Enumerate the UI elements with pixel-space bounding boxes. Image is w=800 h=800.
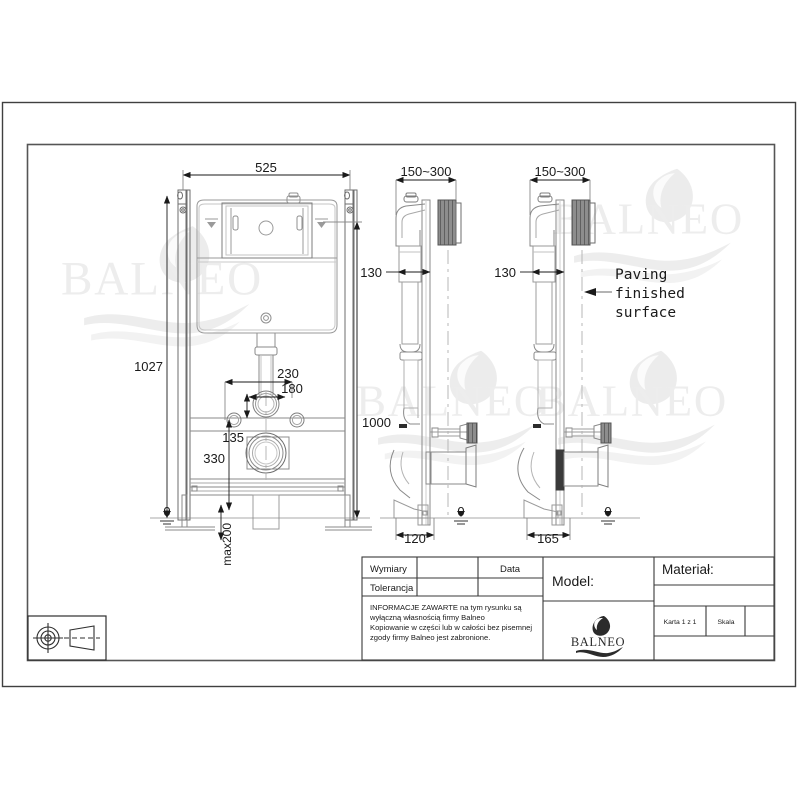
dim-right-base: 165 bbox=[537, 531, 559, 546]
title-notice-line-4: zgody firmy Balneo jest zabronione. bbox=[370, 633, 490, 642]
title-karta-label: Karta 1 z 1 bbox=[664, 619, 697, 626]
title-tolerancja-label: Tolerancja bbox=[370, 583, 414, 594]
first-angle-projection-symbol bbox=[33, 623, 63, 653]
title-block bbox=[361, 556, 775, 661]
watermark-right-lower: BALNEO bbox=[536, 350, 728, 466]
dim-right-depth: 130 bbox=[494, 265, 516, 280]
title-block-logo: BALNEO bbox=[571, 616, 625, 657]
dim-outlet-230: 230 bbox=[277, 366, 299, 381]
side-view-left bbox=[389, 192, 478, 526]
dim-right-range: 150~300 bbox=[535, 164, 586, 179]
dim-datum-mid: 0 bbox=[457, 504, 464, 519]
annotation-paving-line-1: Paving bbox=[615, 267, 667, 283]
front-view bbox=[165, 189, 372, 531]
sheet-outer-border bbox=[1, 101, 797, 688]
dim-front-height-total: 1027 bbox=[134, 359, 163, 374]
dim-outlet-330: 330 bbox=[203, 451, 225, 466]
dim-mid-range: 150~300 bbox=[401, 164, 452, 179]
dim-foot-adjust: max200 bbox=[220, 523, 234, 566]
title-skala-label: Skala bbox=[717, 619, 734, 626]
cone-symbol bbox=[64, 625, 100, 651]
side-view-right bbox=[517, 192, 612, 526]
dim-front-width: 525 bbox=[255, 160, 277, 175]
watermark-mid-text: BALNEO bbox=[356, 376, 548, 426]
title-notice-line-1: INFORMACJE ZAWARTE na tym rysunku są bbox=[370, 603, 522, 612]
title-notice-line-2: wyłączną własnością firmy Balneo bbox=[369, 613, 485, 622]
projection-symbol-box bbox=[27, 615, 107, 661]
watermark-mid: BALNEO bbox=[356, 350, 548, 466]
dim-front-height-inner: 1000 bbox=[362, 415, 391, 430]
dim-datum-front: 0 bbox=[163, 504, 170, 519]
dim-mid-depth: 130 bbox=[360, 265, 382, 280]
dimension-layer bbox=[150, 170, 640, 541]
annotation-paving-line-3: surface bbox=[615, 305, 676, 321]
title-notice-line-3: Kopiowanie w części lub w całości bez pi… bbox=[370, 623, 532, 632]
dim-outlet-180: 180 bbox=[281, 381, 303, 396]
title-material-label: Materiał: bbox=[662, 562, 714, 577]
title-block-logo-text: BALNEO bbox=[571, 635, 625, 649]
annotation-paving-line-2: finished bbox=[615, 286, 685, 302]
title-data-label: Data bbox=[500, 564, 521, 575]
title-model-label: Model: bbox=[552, 573, 594, 589]
dim-mid-base: 120 bbox=[404, 531, 426, 546]
title-wymiary-label: Wymiary bbox=[370, 564, 407, 575]
dim-outlet-135: 135 bbox=[222, 430, 244, 445]
watermark-right-lower-text: BALNEO bbox=[536, 376, 728, 426]
dim-datum-right: 0 bbox=[604, 504, 611, 519]
